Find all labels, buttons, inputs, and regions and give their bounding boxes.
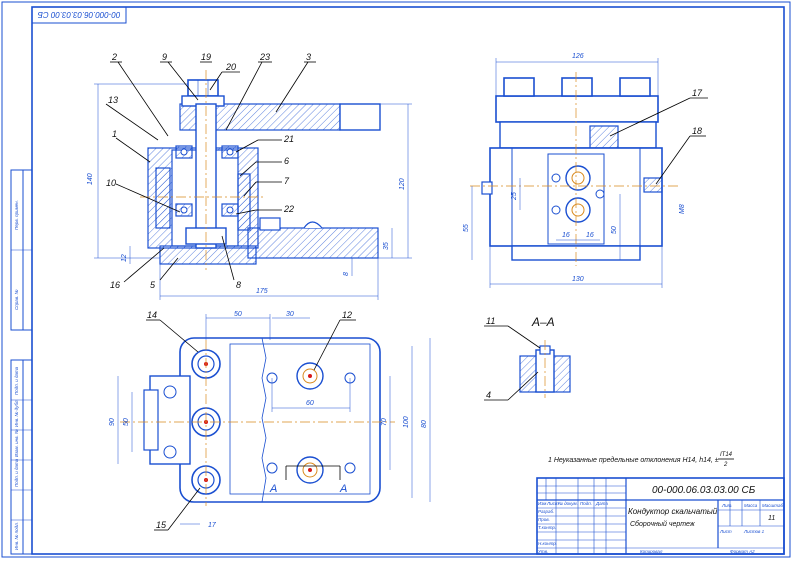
pos-12: 12 xyxy=(342,310,352,320)
dim-90: 90 xyxy=(109,418,116,426)
front-view-section: 140 120 175 35 8 12 2 9 19 20 23 xyxy=(87,52,412,300)
title-line-1: Кондуктор скальчатый xyxy=(628,507,718,516)
pos-9: 9 xyxy=(162,52,167,62)
dim-100: 100 xyxy=(403,416,410,428)
tb-col-podp: Подп. xyxy=(580,501,592,506)
section-label: A–A xyxy=(531,315,555,329)
side-strip: Перв. примен. Справ. № Подп. и дата Инв.… xyxy=(10,169,33,555)
pos-5: 5 xyxy=(150,280,156,290)
tb-tkontr: Т.контр. xyxy=(538,525,556,530)
tb-col-izm: Изм xyxy=(538,501,546,506)
note-text: 1 Неуказанные предельные отклонения H14,… xyxy=(548,456,719,464)
dim-50-side: 50 xyxy=(611,226,618,234)
dim-120: 120 xyxy=(399,178,406,190)
strip-1: Перв. примен. xyxy=(14,200,19,230)
side-view: 126 130 55 25 50 16 16 M8 17 18 xyxy=(463,53,708,288)
dim-50-plan: 50 xyxy=(234,311,242,318)
dim-16b: 16 xyxy=(586,232,594,239)
dim-50-v: 50 xyxy=(123,418,130,426)
pos-14: 14 xyxy=(147,310,157,320)
top-stamp-text: 00-000.06.03.03.00 CБ xyxy=(38,10,121,19)
tb-masshtab: Масштаб xyxy=(762,503,783,508)
top-stamp: 00-000.06.03.03.00 CБ xyxy=(31,6,127,24)
pos-7: 7 xyxy=(284,176,290,186)
tb-listov: Листов 1 xyxy=(743,529,765,534)
dim-25: 25 xyxy=(511,192,518,201)
doc-code: 00-000.06.03.03.00 CБ xyxy=(652,485,756,496)
front-leaders: 2 9 19 20 23 3 13 1 21 6 7 22 10 xyxy=(105,52,316,290)
pos-16: 16 xyxy=(110,280,120,290)
tb-col-list: Лист xyxy=(546,501,559,506)
dim-130: 130 xyxy=(572,276,584,283)
pos-18: 18 xyxy=(692,126,702,136)
sheet-number: 11 xyxy=(768,515,775,522)
tb-utv: Утв. xyxy=(538,549,548,554)
dim-16a: 16 xyxy=(562,232,570,239)
dim-m8: M8 xyxy=(679,204,686,214)
dim-60: 60 xyxy=(306,400,314,407)
pos-13: 13 xyxy=(108,95,118,105)
tb-kopiroval: Копировал xyxy=(640,549,663,554)
section-a-a: A–A 11 4 xyxy=(484,315,571,401)
pos-23: 23 xyxy=(259,52,270,62)
note-fraction-top: IT14 xyxy=(720,452,733,458)
tb-prov: Пров. xyxy=(538,517,550,522)
title-block: Изм Лист № докум. Подп. Дата Разраб. Про… xyxy=(536,477,785,555)
strip-4: Инв. № дубл. xyxy=(14,399,19,427)
pos-2: 2 xyxy=(111,52,117,62)
tb-lit: Лит. xyxy=(721,503,733,508)
technical-note: 1 Неуказанные предельные отклонения H14,… xyxy=(548,452,734,468)
strip-5: Взам. инв. № xyxy=(14,429,19,457)
strip-6: Подп. и дата xyxy=(14,458,19,487)
plan-view: A A 50 30 60 90 50 70 100 80 17 14 12 15 xyxy=(109,310,431,531)
pos-17: 17 xyxy=(692,88,703,98)
pos-10: 10 xyxy=(106,178,116,188)
dim-70: 70 xyxy=(381,418,388,426)
pos-11: 11 xyxy=(486,316,495,326)
note-fraction-bottom: 2 xyxy=(723,462,728,468)
dim-30: 30 xyxy=(286,311,294,318)
title-line-2: Сборочный чертеж xyxy=(630,520,696,528)
pos-1: 1 xyxy=(112,129,117,139)
pos-19: 19 xyxy=(201,52,211,62)
dim-35: 35 xyxy=(383,242,390,250)
strip-3: Подп. и дата xyxy=(14,366,19,395)
pos-15: 15 xyxy=(156,520,167,530)
dim-17: 17 xyxy=(208,522,217,529)
tb-col-ndok: № докум. xyxy=(558,501,578,506)
strip-2: Справ. № xyxy=(14,289,19,310)
dim-126: 126 xyxy=(572,53,584,60)
dim-8: 8 xyxy=(343,272,350,276)
inner-frame xyxy=(31,6,785,555)
cut-mark-left: A xyxy=(269,483,277,495)
pos-21: 21 xyxy=(283,134,294,144)
pos-4: 4 xyxy=(486,390,491,400)
tb-nkontr: Н.контр. xyxy=(538,541,557,546)
dim-55: 55 xyxy=(463,224,470,232)
tb-massa: Масса xyxy=(744,503,758,508)
strip-7: Инв. № подл. xyxy=(14,522,19,550)
dim-80: 80 xyxy=(421,420,428,428)
pos-8: 8 xyxy=(236,280,241,290)
pos-6: 6 xyxy=(284,156,289,166)
dim-175: 175 xyxy=(256,288,268,295)
tb-format: Формат A2 xyxy=(730,549,755,554)
dim-140: 140 xyxy=(87,173,94,185)
dim-12: 12 xyxy=(121,254,128,262)
pos-22: 22 xyxy=(283,204,294,214)
pos-20: 20 xyxy=(225,62,236,72)
tb-col-data: Дата xyxy=(595,501,608,506)
tb-razrab: Разраб. xyxy=(538,509,554,514)
cut-mark-right: A xyxy=(339,483,347,495)
pos-3: 3 xyxy=(306,52,311,62)
tb-list: Лист xyxy=(719,529,732,534)
